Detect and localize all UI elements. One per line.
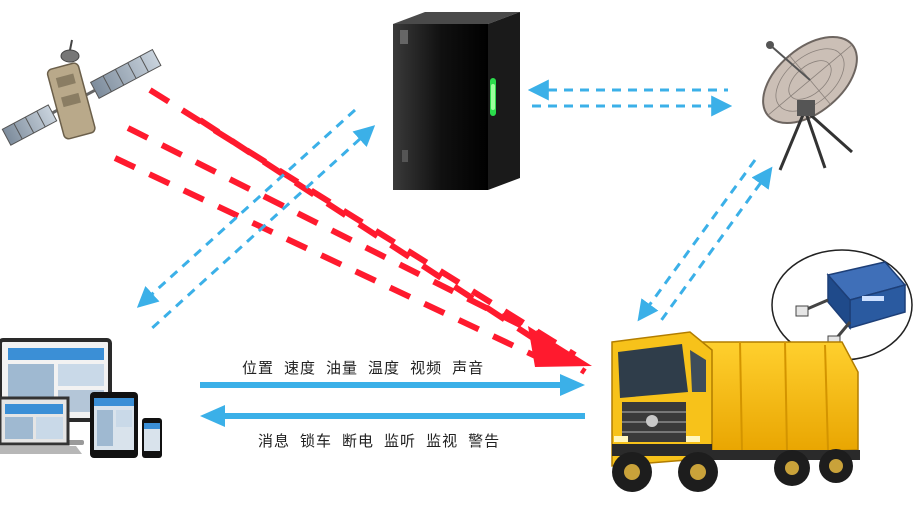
uplink-label-temperature: 温度 bbox=[368, 359, 400, 377]
downlink-label-listen: 监听 bbox=[384, 432, 416, 450]
multi-device-icon bbox=[0, 340, 162, 458]
link-devices-to-server bbox=[140, 110, 355, 305]
uplink-label-video: 视频 bbox=[410, 359, 442, 377]
terminal-data-arrows bbox=[200, 374, 585, 427]
downlink-label-lock: 锁车 bbox=[300, 432, 332, 450]
downlink-label-message: 消息 bbox=[258, 432, 290, 450]
link-dish-to-truck bbox=[640, 160, 755, 318]
uplink-label-position: 位置 bbox=[242, 359, 274, 377]
downlink-labels: 消息锁车断电监听监视警告 bbox=[258, 430, 510, 451]
uplink-label-audio: 声音 bbox=[452, 359, 484, 377]
satellite-dish-icon bbox=[747, 20, 872, 170]
downlink-label-power-cut: 断电 bbox=[342, 432, 374, 450]
dump-truck-icon bbox=[612, 332, 860, 492]
uplink-arrow-head bbox=[560, 374, 585, 396]
downlink-arrow-head bbox=[200, 405, 225, 427]
gps-arrowhead bbox=[528, 326, 592, 367]
uplink-label-speed: 速度 bbox=[284, 359, 316, 377]
server-icon bbox=[393, 12, 520, 190]
downlink-label-monitor: 监视 bbox=[426, 432, 458, 450]
gps-arrowhead-shape bbox=[528, 326, 592, 367]
link-truck-to-dish bbox=[660, 170, 770, 322]
uplink-labels: 位置速度油量温度视频声音 bbox=[242, 357, 494, 378]
uplink-label-fuel: 油量 bbox=[326, 359, 358, 377]
downlink-label-alert: 警告 bbox=[468, 432, 500, 450]
